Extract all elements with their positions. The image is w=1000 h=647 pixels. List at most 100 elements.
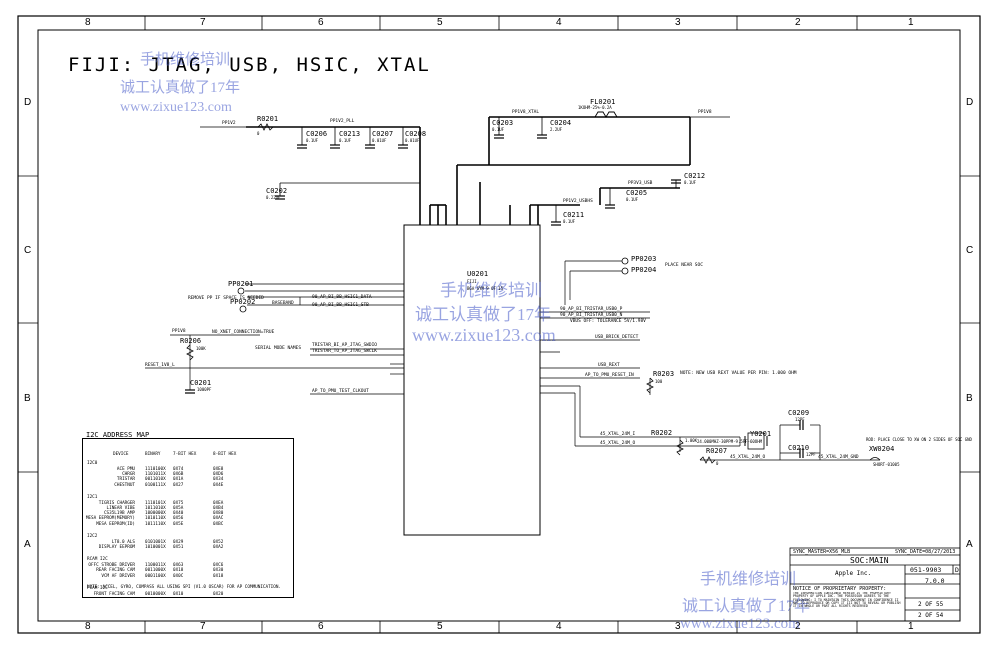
i2c-cell: OFFC STROBE DRIVER — [88, 563, 135, 569]
val-c0211: 0.1UF — [563, 219, 576, 224]
note-rext: NOTE: NEW USB REXT VALUE PER PIN: 1.000 … — [680, 371, 797, 376]
i2c-cell: 0010000X — [145, 591, 166, 597]
i2c-group-name: I2C2 — [87, 533, 98, 539]
i2c-header-8bit: 8-BIT HEX — [213, 452, 237, 457]
ref-c0203: C0203 — [492, 119, 514, 127]
watermark-br2: 诚工认真做了17年 — [682, 598, 811, 615]
ref-c0201: C0201 — [190, 379, 212, 387]
val-c0213: 0.1UF — [339, 138, 352, 143]
grid-col-3: 3 — [675, 17, 681, 28]
ref-r0206: R0206 — [180, 337, 202, 345]
ref-r0207: R0207 — [706, 447, 728, 455]
val-c0212: 0.1UF — [684, 180, 697, 185]
val-c0208: 0.01UF — [405, 138, 420, 143]
watermark-br3: www.zixue123.com — [680, 616, 800, 632]
net-usb-brick: USB_BRICK_DETECT — [595, 335, 639, 340]
note-place-near-soc: PLACE NEAR SOC — [665, 263, 703, 268]
val-c0210: 12PF — [806, 452, 816, 457]
val-r0203: 100 — [655, 379, 663, 384]
note-xw: ROD: PLACE CLOSE TO XW ON 2 SIDES OF SOC… — [866, 437, 972, 442]
i2c-cell: 0X27 — [173, 482, 184, 488]
ref-r0201: R0201 — [257, 115, 279, 123]
net-pp3v3-usb: PP3V3_USB — [628, 181, 653, 186]
i2c-cell: 0X74 — [173, 467, 184, 472]
i2c-group-name: RCAM I2C — [87, 557, 108, 563]
grid-row-a-right: A — [966, 539, 973, 550]
i2c-cell: MESA EEPROM(MEMORY) — [85, 516, 135, 522]
label-baseband: BASEBAND — [272, 301, 294, 306]
net-pp1v8-xtal: PP1V8_XTAL — [512, 110, 540, 115]
net-usb-n: 90_AP_BI_TRISTAR_USB0_N — [560, 313, 623, 318]
grid-col-8-bottom: 8 — [85, 621, 91, 632]
net-xtal-o2: 45_XTAL_24M_O — [730, 455, 766, 460]
ref-c0208: C0208 — [405, 130, 427, 138]
val-c0202: 0.22UF — [266, 195, 281, 200]
i2c-cell: 0XBC — [213, 521, 224, 527]
grid-col-7-bottom: 7 — [200, 621, 206, 632]
note-serial-mode: SERIAL MODE NAMES — [255, 346, 302, 351]
i2c-cell: 0XD6 — [213, 472, 224, 478]
i2c-cell: 0XA2 — [213, 545, 224, 550]
ref-c0202: C0202 — [266, 187, 288, 195]
i2c-cell: 0X34 — [213, 477, 224, 483]
grid-col-4-bottom: 4 — [556, 621, 562, 632]
i2c-cell: 1011010X — [145, 506, 166, 511]
i2c-cell: CHRGR — [122, 472, 135, 478]
net-pp1v2: PP1V2 — [222, 121, 236, 126]
val-xw0204: SHORT-01005 — [873, 462, 900, 467]
i2c-cell: 0X1A — [173, 477, 184, 483]
tb-page-title: SOC:MAIN — [850, 556, 889, 565]
i2c-cell: 0X6B — [173, 472, 184, 478]
grid-row-d: D — [24, 97, 32, 108]
i2c-cell: FRONT FACING CAM — [93, 591, 135, 597]
net-xtal-in: 45_XTAL_24M_I — [600, 432, 636, 437]
i2c-cell: REAR FACING CAM — [96, 568, 135, 574]
i2c-cell: 1011110X — [145, 521, 166, 527]
i2c-cell: 0XB4 — [213, 506, 224, 511]
grid-col-5-bottom: 5 — [437, 621, 443, 632]
i2c-cell: 1010001X — [145, 545, 166, 550]
val-y0201: 24.000MHZ-30PPM-9.5PF-60OHM — [697, 439, 763, 444]
i2c-cell: 1101011X — [145, 472, 166, 478]
tb-rev: 7.0.0 — [925, 577, 945, 585]
ref-c0213: C0213 — [339, 130, 361, 138]
val-c0206: 0.1UF — [306, 138, 319, 143]
watermark-line1: 手机维修培训 — [140, 52, 231, 68]
grid-row-d-right: D — [966, 97, 974, 108]
i2c-cell: MESA EEPROM(ID) — [96, 521, 135, 527]
val-r0202: 1.00K — [685, 438, 698, 443]
i2c-cell: 0011010X — [145, 477, 166, 483]
net-pp1v2-pll: PP1V2_PLL — [330, 119, 355, 124]
ref-c0212: C0212 — [684, 172, 706, 180]
ref-c0211: C0211 — [563, 211, 585, 219]
grid-row-b-right: B — [966, 393, 973, 404]
i2c-cell: 1000000X — [145, 511, 166, 517]
grid-col-2-bottom: 2 — [795, 621, 801, 632]
net-pp1v8-rst: PP1V8 — [172, 329, 186, 334]
watermark-center2: 诚工认真做了17年 — [415, 305, 551, 324]
i2c-cell: ACE PMU — [116, 467, 135, 472]
net-usb-p: 90_AP_BI_TRISTAR_USB0_P — [560, 307, 623, 312]
i2c-header-device: DEVICE — [113, 452, 129, 457]
i2c-cell: 0X5A — [173, 506, 184, 511]
i2c-map-title: I2C ADDRESS MAP — [86, 431, 150, 439]
ref-r0202: R0202 — [651, 429, 673, 437]
net-pp1v8: PP1V8 — [698, 110, 712, 115]
val-c0203: 0.1UF — [492, 127, 505, 132]
net-jtag-swdio: TRISTAR_BI_AP_JTAG_SWDIO — [312, 343, 378, 348]
i2c-cell: 0XC6 — [213, 563, 224, 569]
grid-col-5: 5 — [437, 17, 443, 28]
i2c-header-7bit: 7-BIT HEX — [173, 452, 197, 457]
val-c0201: 1000PF — [197, 387, 212, 392]
i2c-cell: 0X20 — [213, 591, 224, 597]
tb-sync-date: SYNC_DATE=08/27/2013 — [895, 549, 956, 555]
tp-pp0204: PP0204 — [631, 266, 657, 274]
tb-notice-body: THE INFORMATION CONTAINED HEREIN IS THE … — [793, 592, 901, 609]
i2c-cell: 0100111X — [145, 482, 166, 488]
i2c-group-name: I2C0 — [87, 461, 98, 466]
ref-c0207: C0207 — [372, 130, 394, 138]
ref-c0205: C0205 — [626, 189, 648, 197]
note-remove-pp: REMOVE PP IF SPACE IS NEEDED — [188, 296, 264, 301]
